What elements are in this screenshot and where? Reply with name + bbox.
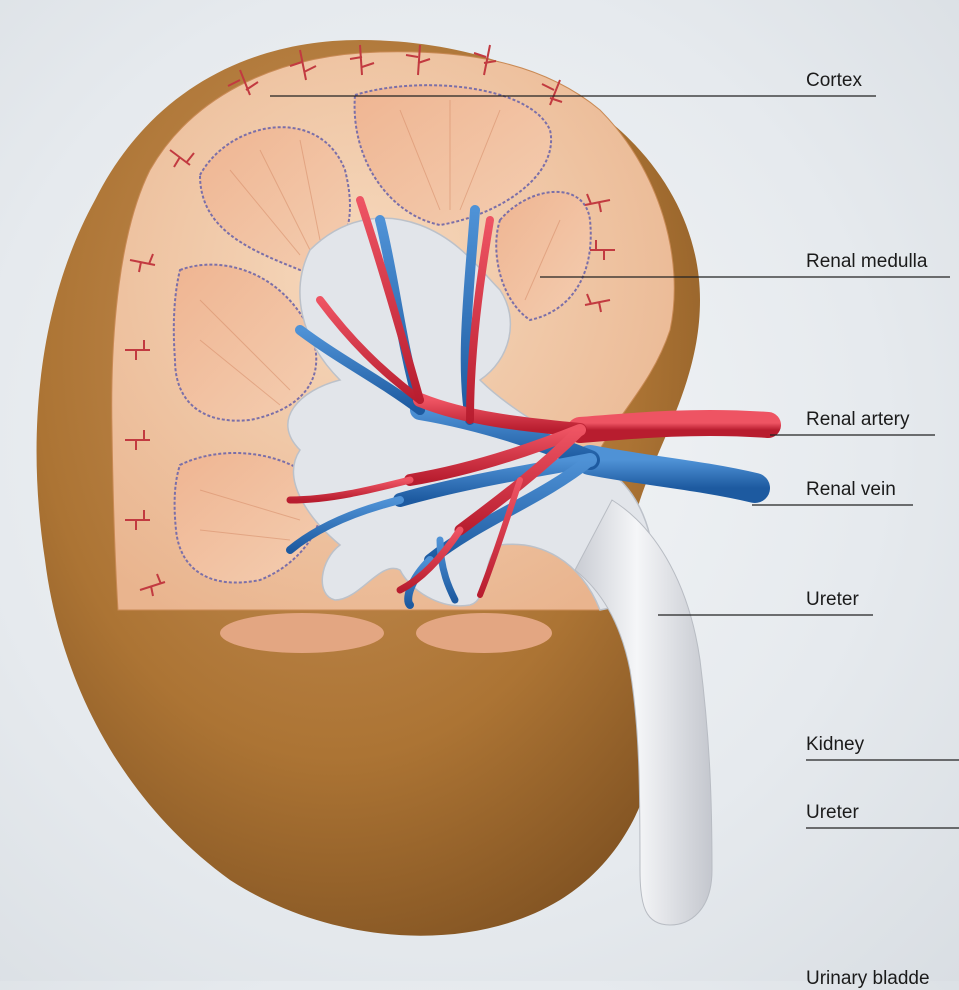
label-kidney: Kidney <box>806 734 864 756</box>
label-renal-vein: Renal vein <box>806 479 896 501</box>
lower-pyramid-left <box>220 613 384 653</box>
label-ureter-lower: Ureter <box>806 802 859 824</box>
label-renal-artery: Renal artery <box>806 409 910 431</box>
label-urinary-bladder: Urinary bladde <box>806 968 930 990</box>
label-cortex: Cortex <box>806 70 862 92</box>
lower-pyramid-right <box>416 613 552 653</box>
label-renal-medulla: Renal medulla <box>806 251 927 273</box>
label-ureter-upper: Ureter <box>806 589 859 611</box>
